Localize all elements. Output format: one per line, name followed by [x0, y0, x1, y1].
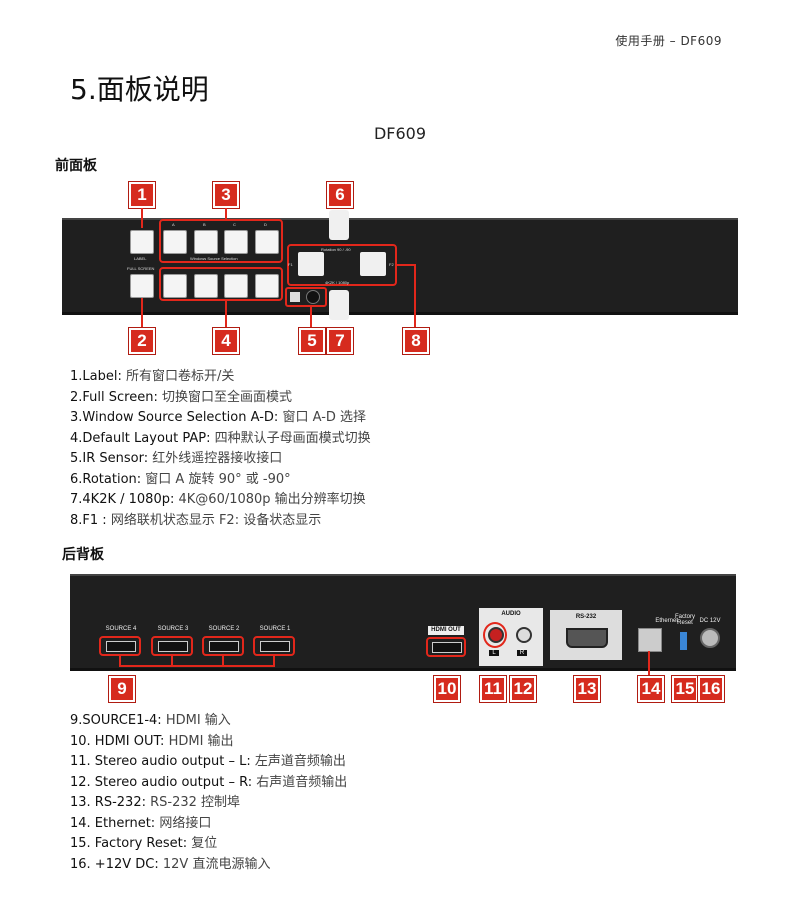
window-source-selection-group	[159, 219, 283, 263]
dc-jack-icon	[700, 628, 720, 648]
audio-l-jack-icon	[488, 627, 504, 643]
front-item-3: 3.Window Source Selection A-D: 窗口 A-D 选择	[70, 410, 367, 425]
fullscreen-button[interactable]	[130, 274, 154, 298]
rs232-port-icon	[566, 628, 608, 648]
callout-12: 12	[510, 676, 536, 702]
callout-8: 8	[403, 328, 429, 354]
resolution-text: 4K2K / 1080p	[325, 280, 350, 285]
callout-13: 13	[574, 676, 600, 702]
front-item-1: 1.Label: 所有窗口卷标开/关	[70, 369, 235, 384]
source1-label: SOURCE 1	[259, 626, 291, 632]
f1-indicator	[298, 252, 324, 276]
callout-5: 5	[299, 328, 325, 354]
callout-2: 2	[129, 328, 155, 354]
hdmi-port-icon	[158, 641, 188, 652]
audio-l-text: L	[489, 650, 499, 656]
layout-1-button[interactable]	[163, 274, 187, 298]
hdmi-out-label: HDMI OUT	[428, 626, 464, 635]
front-item-8: 8.F1 : 网络联机状态显示 F2: 设备状态显示	[70, 512, 322, 528]
source-b-button[interactable]	[194, 230, 218, 254]
running-header: 使用手册 – DF609	[615, 34, 722, 48]
front-descriptions: 1.Label: 所有窗口卷标开/关 2.Full Screen: 切换窗口至全…	[70, 367, 371, 531]
rear-item-9: 9.SOURCE1-4: HDMI 输入	[70, 713, 231, 728]
ir-sensor-lens	[306, 290, 320, 304]
ethernet-label: Ethernet	[655, 618, 678, 624]
source3-label: SOURCE 3	[157, 626, 189, 632]
front-item-4: 4.Default Layout PAP: 四种默认子母画面模式切换	[70, 430, 371, 446]
callout-6: 6	[327, 182, 353, 208]
ir-sensor-box	[285, 287, 327, 307]
audio-l-outline	[483, 622, 507, 648]
source3-port-outline	[151, 636, 193, 656]
layout-3-button[interactable]	[224, 274, 248, 298]
rear-descriptions: 9.SOURCE1-4: HDMI 输入 10. HDMI OUT: HDMI …	[70, 711, 347, 875]
fullscreen-button-text: FULL SCREEN	[127, 266, 155, 271]
source4-port-outline	[99, 636, 141, 656]
rear-item-12: 12. Stereo audio output – R: 右声道音频输出	[70, 774, 348, 790]
callout-4: 4	[213, 328, 239, 354]
rear-item-15: 15. Factory Reset: 复位	[70, 836, 218, 851]
model-name: DF609	[373, 124, 427, 143]
rear-item-11: 11. Stereo audio output – L: 左声道音频输出	[70, 754, 346, 769]
callout-3: 3	[213, 182, 239, 208]
f1-text: F1	[288, 262, 293, 267]
source1-port-outline	[253, 636, 295, 656]
layout-pap-group	[159, 267, 283, 301]
front-item-5: 5.IR Sensor: 红外线遥控器接收接口	[70, 451, 283, 466]
rear-item-10: 10. HDMI OUT: HDMI 输出	[70, 733, 234, 749]
source-letter-c: C	[233, 222, 236, 227]
ethernet-port-icon	[638, 628, 662, 652]
front-item-2: 2.Full Screen: 切换窗口至全画面模式	[70, 389, 292, 405]
rear-panel-heading: 后背板	[62, 547, 104, 563]
source2-label: SOURCE 2	[208, 626, 240, 632]
rear-item-13: 13. RS-232: RS-232 控制埠	[70, 795, 241, 810]
page-title: 5.面板说明	[70, 73, 209, 106]
front-item-6: 6.Rotation: 窗口 A 旋转 90° 或 -90°	[70, 471, 291, 487]
audio-label: AUDIO	[501, 611, 521, 617]
front-item-7: 7.4K2K / 1080p: 4K@60/1080p 输出分辨率切换	[70, 492, 366, 507]
callout-14: 14	[638, 676, 664, 702]
source4-label: SOURCE 4	[105, 626, 137, 632]
hdmi-out-port-icon	[432, 642, 462, 653]
callout-9: 9	[109, 676, 135, 702]
rotation-text: Rotation 90 / -90	[321, 247, 351, 252]
source-a-button[interactable]	[163, 230, 187, 254]
source-letter-d: D	[264, 222, 267, 227]
label-button-text: LABEL	[134, 256, 147, 261]
hdmi-port-icon	[106, 641, 136, 652]
callout-1: 1	[129, 182, 155, 208]
source-d-button[interactable]	[255, 230, 279, 254]
rear-item-14: 14. Ethernet: 网络接口	[70, 815, 212, 831]
audio-r-text: R	[517, 650, 527, 656]
rear-item-16: 16. +12V DC: 12V 直流电源输入	[70, 856, 271, 872]
callout-10: 10	[434, 676, 460, 702]
source-letter-b: B	[203, 222, 206, 227]
ir-sensor-icon	[290, 292, 300, 302]
rotation-button[interactable]	[329, 210, 349, 240]
callout-11: 11	[480, 676, 506, 702]
hdmi-port-icon	[260, 641, 290, 652]
source2-port-outline	[202, 636, 244, 656]
hdmi-out-outline	[426, 637, 466, 657]
f2-text: F2	[389, 262, 394, 267]
audio-r-jack-icon	[516, 627, 532, 643]
layout-4-button[interactable]	[255, 274, 279, 298]
callout-7: 7	[327, 328, 353, 354]
f2-indicator	[360, 252, 386, 276]
hdmi-port-icon	[209, 641, 239, 652]
callout-15: 15	[672, 676, 698, 702]
status-group	[287, 244, 397, 286]
resolution-button[interactable]	[329, 290, 349, 320]
dc-label: DC 12V	[699, 618, 721, 624]
factory-reset-switch[interactable]	[680, 632, 687, 650]
label-button[interactable]	[130, 230, 154, 254]
callout-16: 16	[698, 676, 724, 702]
factory-reset-label: Factory Reset	[674, 614, 695, 626]
window-selection-text: Windows Source Selection	[190, 256, 238, 261]
source-c-button[interactable]	[224, 230, 248, 254]
source-letter-a: A	[172, 222, 175, 227]
front-panel-heading: 前面板	[55, 158, 97, 174]
rs232-label: RS-232	[575, 614, 597, 620]
layout-2-button[interactable]	[194, 274, 218, 298]
